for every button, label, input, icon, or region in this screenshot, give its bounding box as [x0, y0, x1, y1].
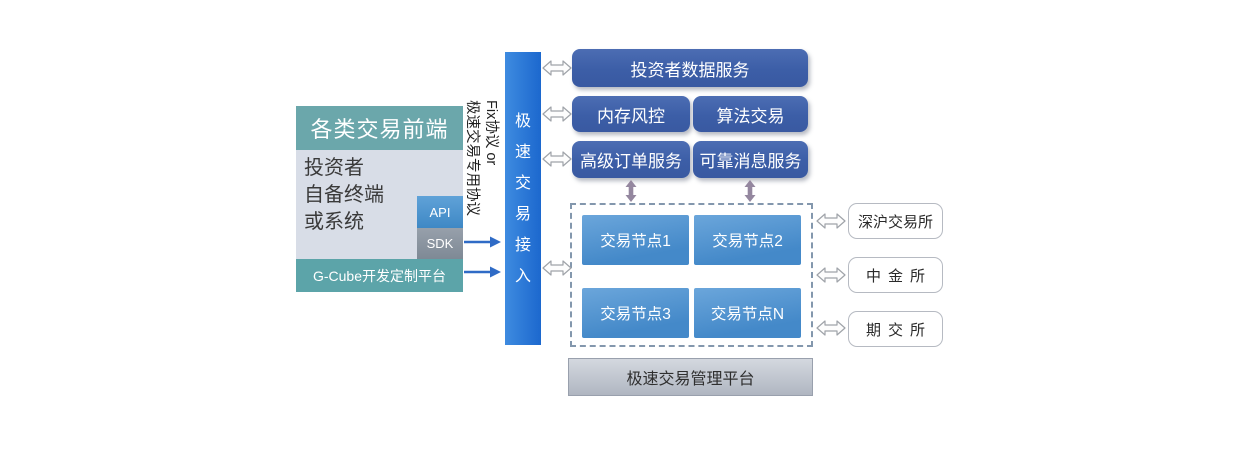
frontend-body-line: 或系统 [304, 211, 364, 233]
exchange-cffex: 中金所 [848, 257, 943, 293]
double-arrow-icon [542, 60, 572, 76]
frontend-header: 各类交易前端 [296, 106, 463, 150]
exchange-label: 中金所 [865, 267, 932, 285]
protocol-label: Fix协议 or 极速交易专用协议 [462, 100, 500, 248]
trading-node-1: 交易节点1 [582, 215, 689, 265]
service-memory-risk: 内存风控 [572, 96, 690, 132]
double-arrow-icon [816, 267, 846, 283]
access-bar-label: 极速交易接入 [514, 112, 531, 285]
exchange-futures: 期交所 [848, 311, 943, 347]
double-arrow-icon [542, 151, 572, 167]
double-arrow-icon [542, 260, 572, 276]
service-advanced-order: 高级订单服务 [572, 141, 690, 178]
trading-nodes-group [570, 203, 813, 347]
frontend-body-text: 投资者 自备终端 或系统 [296, 150, 463, 236]
trading-node-2: 交易节点2 [694, 215, 801, 265]
double-arrow-icon [816, 320, 846, 336]
right-arrow-icon [464, 236, 501, 248]
service-investor-data: 投资者数据服务 [572, 49, 808, 87]
exchange-shanghai-shenzhen: 深沪交易所 [848, 203, 943, 239]
gcube-platform-bar: G-Cube开发定制平台 [296, 259, 463, 292]
frontend-body-line: 自备终端 [304, 184, 384, 206]
frontend-body-line: 投资者 [304, 157, 364, 179]
right-arrow-icon [464, 266, 501, 278]
protocol-line-2: 极速交易专用协议 [464, 100, 480, 216]
double-arrow-icon [542, 106, 572, 122]
vertical-double-arrow-icon [744, 180, 756, 202]
service-reliable-message: 可靠消息服务 [693, 141, 808, 178]
service-algo-trading: 算法交易 [693, 96, 808, 132]
protocol-line-1: Fix协议 or [483, 100, 499, 166]
exchange-label: 期交所 [865, 321, 932, 339]
fast-trading-access-bar: 极速交易接入 [505, 52, 541, 345]
exchange-label: 深沪交易所 [857, 213, 933, 231]
vertical-double-arrow-icon [625, 180, 637, 202]
frontend-panel: 各类交易前端 投资者 自备终端 或系统 API SDK G-Cube开发定制平台 [296, 106, 463, 292]
trading-node-n: 交易节点N [694, 288, 801, 338]
api-badge: API [417, 196, 463, 228]
trading-node-3: 交易节点3 [582, 288, 689, 338]
double-arrow-icon [816, 213, 846, 229]
sdk-badge: SDK [417, 228, 463, 259]
management-platform-bar: 极速交易管理平台 [568, 358, 813, 396]
